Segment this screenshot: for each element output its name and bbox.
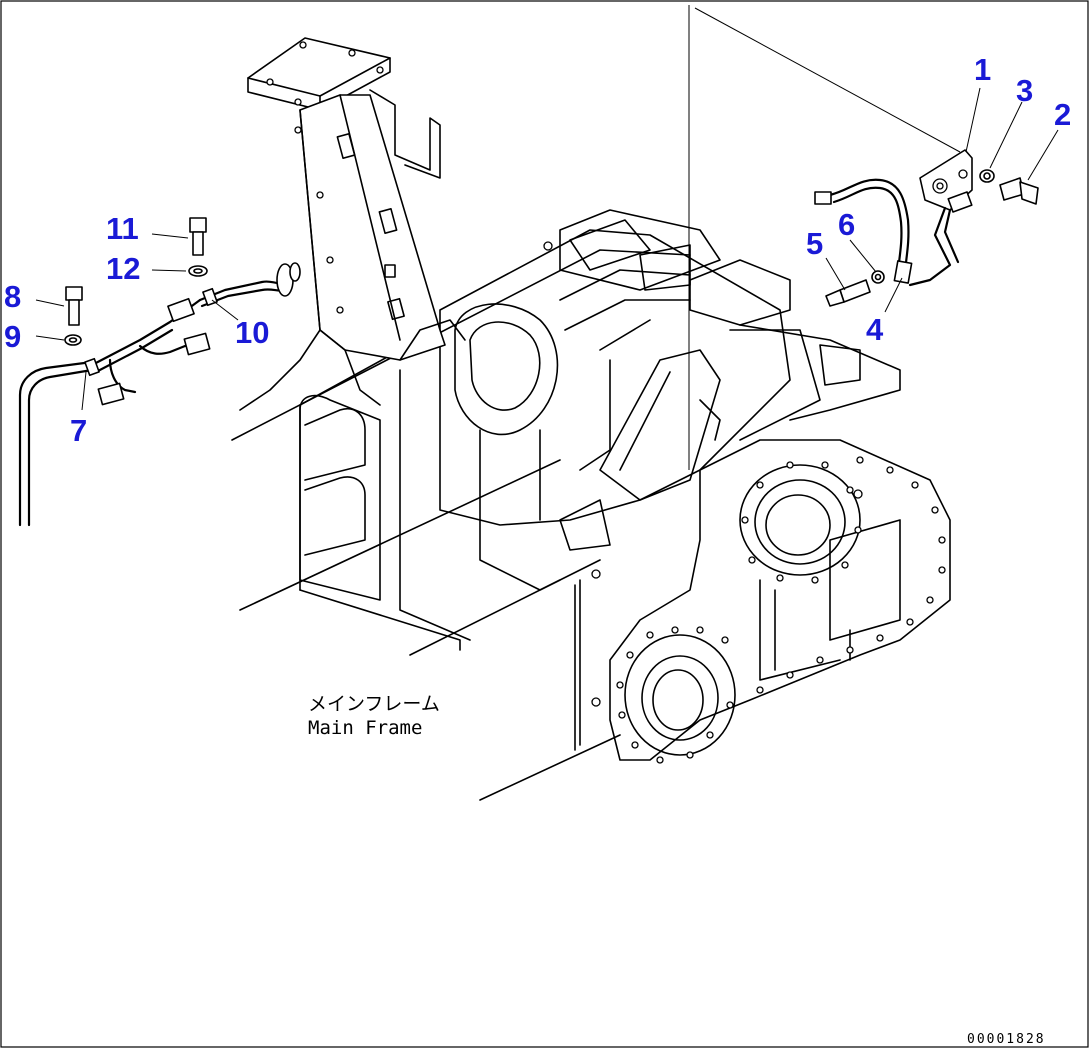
main-frame-label-jp: メインフレーム [308, 693, 440, 715]
column-bracket-drawing [239, 37, 466, 411]
callout-4: 4 [866, 312, 884, 347]
callout-8: 8 [4, 279, 21, 314]
left-harness-drawing [18, 217, 301, 527]
flange-bolt-holes [543, 241, 946, 764]
main-frame-drawing [231, 5, 951, 801]
callout-1: 1 [974, 52, 991, 87]
callout-7: 7 [70, 413, 87, 448]
drawing-number: 00001828 [967, 1032, 1046, 1047]
switch-assembly-drawing [694, 7, 1039, 307]
callout-2: 2 [1054, 97, 1071, 132]
callout-6: 6 [838, 207, 855, 242]
callout-labels: 1 2 3 4 5 6 7 8 9 10 11 12 [4, 52, 1071, 448]
callout-11: 11 [106, 211, 139, 246]
callout-12: 12 [106, 251, 140, 286]
callout-10: 10 [235, 315, 269, 350]
callout-3: 3 [1016, 73, 1033, 108]
callout-5: 5 [806, 226, 823, 261]
callout-9: 9 [4, 319, 21, 354]
main-frame-label-en: Main Frame [308, 717, 422, 739]
leader-lines [35, 87, 1059, 411]
